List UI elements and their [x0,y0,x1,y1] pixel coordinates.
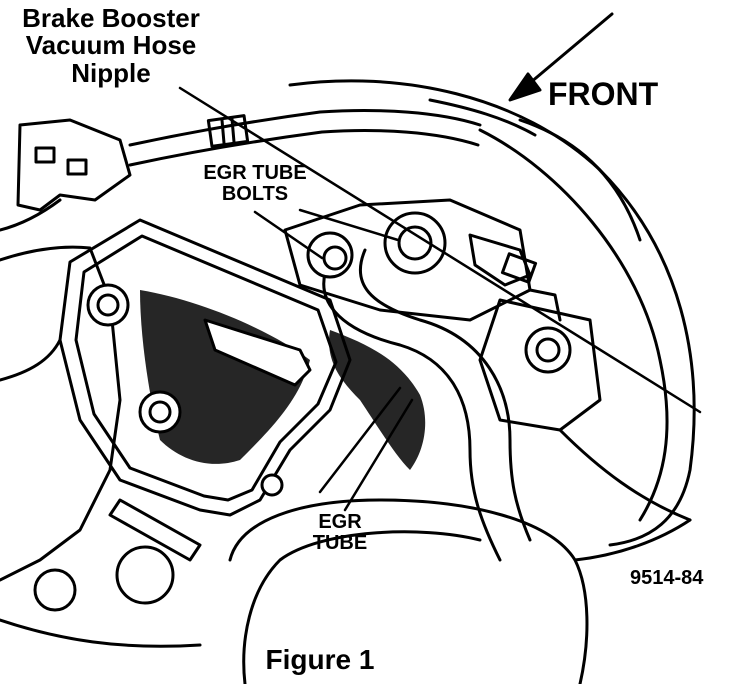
lower-left-edge [0,618,202,648]
egr-tube-bolt-left [306,231,354,279]
front-arrow-shaft [522,12,614,90]
connector-wire [0,198,62,232]
egr-tube-line-2: TUBE [312,532,368,554]
egr-tube-bolts-line-2: BOLTS [221,183,289,205]
lower-housing [228,498,589,684]
egr-tube-inner [358,248,532,542]
bracket-stud [528,288,562,322]
gasket-slot [203,318,312,387]
housing-rib [518,118,642,242]
vacuum-hose-lower [128,129,480,167]
bolt-small-lower [260,473,284,497]
egr-tube-line-1: EGR [318,511,362,533]
connector-terminal [66,158,88,176]
housing-inner-outline [478,128,669,522]
housing-lower-edge-2 [573,518,692,562]
front-label: FRONT [548,76,659,112]
hose-clamp [206,114,250,148]
egr-tube-label: EGR TUBE [300,512,380,554]
brake-booster-line-3: Nipple [71,57,151,88]
leader-line-bolts-right [298,208,400,242]
engine-block-outline [0,245,122,582]
leader-line-bolts-left [253,210,324,260]
booster-nipple [468,233,532,287]
plug-hole [115,545,175,605]
brake-booster-line-1: Brake Booster [22,3,200,33]
brake-booster-line-2: Vacuum Hose [25,30,197,61]
brake-booster-label: Brake Booster Vacuum Hose Nipple [0,3,222,88]
egr-tube-outer [322,258,502,562]
vacuum-hose-upper [128,109,482,147]
hose-clamp-band [230,117,236,144]
figure-code: 9514-84 [630,567,704,589]
lower-left-bracket [108,498,202,562]
front-arrow-head [508,72,542,102]
gasket-plate [58,218,352,517]
booster-nipple-tip [500,252,538,284]
housing-lower-edge [558,428,692,522]
bracket-bolt [524,326,572,374]
housing-edge [428,98,537,137]
engine-block-edge [0,338,62,382]
leader-line-egr-left [318,386,402,494]
leader-line-egr-right [343,398,414,512]
leader-line-booster [178,86,702,414]
housing-outline [288,79,696,547]
connector-terminal [34,146,56,164]
egr-tube-bolts-line-1: EGR TUBE [203,162,307,184]
gasket-plate-inner [74,234,338,502]
plug-hole [33,568,77,612]
hose-clamp-band [220,118,226,145]
left-connector [16,118,132,212]
figure-caption: Figure 1 [265,644,375,675]
lower-housing-inner [242,530,482,684]
bolt-lower-left [138,390,182,434]
bolt-upper-left [86,283,130,327]
gasket-shadow [140,290,310,464]
egr-tube-bolts-label: EGR TUBE BOLTS [190,163,320,205]
egr-tube-shadow [329,330,426,470]
